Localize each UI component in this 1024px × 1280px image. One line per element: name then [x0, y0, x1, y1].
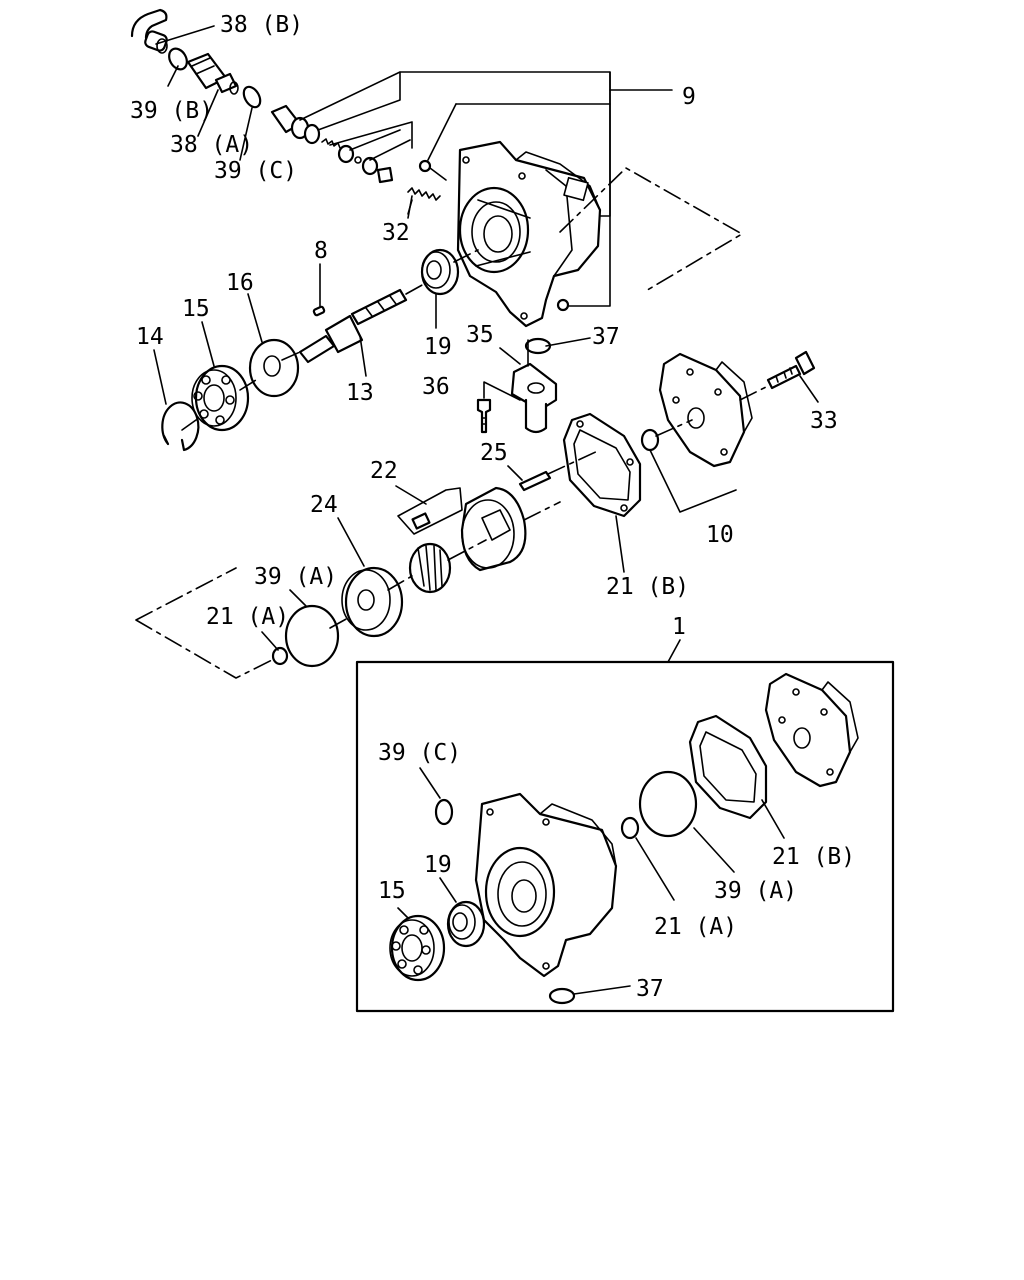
kit-label-19: 19 [424, 852, 452, 878]
label-32: 32 [382, 220, 410, 246]
label-10: 10 [706, 522, 734, 548]
kit-ball-bearing-15 [389, 914, 446, 982]
kit-leader-lines [397, 767, 785, 995]
leader-lines [153, 25, 819, 663]
kit-label-21a: 21 (A) [654, 914, 737, 940]
label-24: 24 [310, 492, 338, 518]
label-14: 14 [136, 324, 164, 350]
part-labels: 38 (B) 39 (B) 38 (A) 39 (C) 9 32 8 16 15… [130, 12, 855, 1002]
label-38a: 38 (A) [170, 132, 253, 158]
o-ring-39c [242, 85, 262, 109]
kit-label-21b: 21 (B) [772, 844, 855, 870]
kit-label-39c: 39 (C) [378, 740, 461, 766]
label-37: 37 [592, 324, 620, 350]
pump-housing-9 [456, 140, 602, 328]
washer-16 [248, 338, 300, 398]
o-ring-39a [284, 604, 340, 668]
kit-rear-cover [764, 672, 859, 788]
o-ring-39b [168, 47, 188, 71]
connector-38a [186, 52, 239, 95]
label-21a: 21 (A) [206, 604, 289, 630]
label-13: 13 [346, 380, 374, 406]
gasket-21b [562, 412, 642, 518]
label-22: 22 [370, 458, 398, 484]
ball-bearing-15 [191, 364, 250, 432]
label-35: 35 [466, 322, 494, 348]
cam-ring [460, 486, 527, 572]
spring-32 [407, 187, 441, 201]
kit-label-15: 15 [378, 878, 406, 904]
kit-o-ring-39c [434, 798, 454, 826]
bolt-33 [766, 350, 816, 390]
rotor [408, 542, 452, 594]
label-19: 19 [424, 334, 452, 360]
bearing-19 [420, 248, 460, 296]
elbow-fitting-38b [130, 8, 168, 54]
label-21b: 21 (B) [606, 574, 689, 600]
label-39a: 39 (A) [254, 564, 337, 590]
label-33: 33 [810, 408, 838, 434]
label-36: 36 [422, 374, 450, 400]
label-25: 25 [480, 440, 508, 466]
pin-25 [518, 470, 552, 492]
label-9: 9 [682, 84, 696, 110]
label-8: 8 [314, 238, 328, 264]
label-39b: 39 (B) [130, 98, 213, 124]
kit-label-39a: 39 (A) [714, 878, 797, 904]
relief-valve-parts [270, 104, 394, 184]
bracket-35 [510, 362, 558, 434]
label-38b: 38 (B) [220, 12, 303, 38]
rear-cover-10 [658, 352, 753, 468]
snap-ring-14 [161, 401, 200, 452]
label-15: 15 [182, 296, 210, 322]
shaft-13 [298, 283, 425, 364]
kit-gasket-21b [688, 714, 768, 820]
repair-kit-box [355, 660, 895, 1013]
o-ring-21a [271, 646, 289, 666]
label-1: 1 [672, 614, 686, 640]
kit-bearing-19 [446, 900, 486, 948]
kit-housing [474, 792, 618, 978]
kit-label-37: 37 [636, 976, 664, 1002]
bushing [640, 428, 660, 452]
vane-plate-22 [397, 487, 463, 535]
plug-marker-bottom [556, 298, 570, 312]
label-16: 16 [226, 270, 254, 296]
kit-o-ring-37 [548, 987, 576, 1005]
label-39c: 39 (C) [214, 158, 297, 184]
side-plate-24 [341, 566, 404, 638]
plug-marker-top [418, 159, 432, 173]
key-8 [312, 305, 326, 317]
kit-o-ring-39a [638, 770, 698, 838]
bolt-36 [476, 398, 492, 434]
kit-o-ring-21a [620, 816, 640, 840]
